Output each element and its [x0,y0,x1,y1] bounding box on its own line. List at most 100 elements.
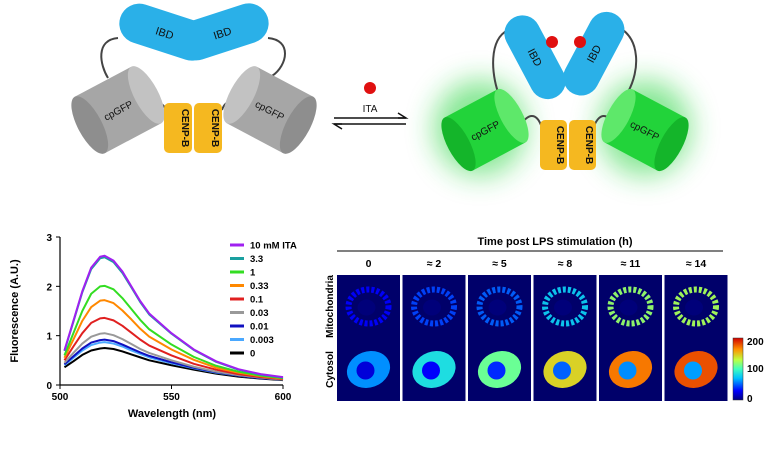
timepoint-label: ≈ 14 [686,258,707,270]
cell-image-tile [337,275,400,338]
imaging-panel: Time post LPS stimulation (h) 0 ≈ 2 ≈ 5 ≈ 8… [325,236,764,405]
cell-image-tile [533,275,597,338]
cell-image-tile [468,338,531,401]
mitochondria-signal [411,286,457,327]
cenpb-label: CENP-B [554,126,565,164]
nucleus [685,299,703,316]
cpgfp-domain: cpGFP [601,88,689,172]
series-line [63,284,284,380]
nucleus [684,361,702,380]
nucleus [423,299,441,316]
legend-label: 1 [250,268,256,279]
cell-image-tile [533,338,597,401]
y-tick-label: 3 [46,233,52,244]
legend-label: 3.3 [250,254,263,265]
inactive-sensor: IBD IBD cpGFP cpGFP CENP-B CENP-B [71,3,317,154]
legend-label: 0.003 [250,335,274,346]
fluorescence-spectra-chart: 500 550 600 0 1 2 3 Wavelength (nm) Fluorescen… [9,233,297,420]
series-line [63,254,284,379]
plot-series-group [63,254,284,382]
timepoint-labels: 0 ≈ 2 ≈ 5 ≈ 8 ≈ 11 ≈ 14 [366,258,707,270]
series-line [63,316,284,381]
legend-label: 10 mM ITA [250,241,297,252]
nucleus [356,361,375,380]
timepoint-label: ≈ 2 [427,258,442,270]
nucleus [487,361,506,380]
timepoint-label: ≈ 11 [621,258,641,270]
cell-image-tile [599,338,662,401]
legend-label: 0.03 [250,308,269,319]
mitochondria-signal [476,286,523,327]
legend: 10 mM ITA 3.3 1 0.33 0.1 0.03 0.01 0.003 0 [230,241,297,360]
y-tick-label: 2 [46,282,52,293]
nucleus [619,299,638,316]
cenpb-domain: CENP-B [569,120,596,170]
cenpb-label: CENP-B [179,109,190,147]
x-axis-label: Wavelength (nm) [128,408,217,420]
nucleus [422,361,440,380]
y-axis-label: Fluorescence (A.U.) [9,259,21,363]
cenpb-label: CENP-B [583,126,594,164]
nucleus [553,361,571,380]
mitochondria-signal [345,286,392,327]
bound-ita [546,36,558,48]
colorbar-mid-label: 100 [747,364,764,375]
cell-image-tile [468,275,531,338]
cpgfp-domain: cpGFP [441,88,529,172]
cell-image-tile [664,338,728,401]
timepoint-label: ≈ 8 [558,258,573,270]
cenpb-domain: CENP-B [194,103,222,153]
ita-ligand [364,82,376,94]
legend-label: 0 [250,349,255,360]
cenpb-domain: CENP-B [540,120,567,170]
mitochondria-signal [673,286,719,327]
cenpb-domain: CENP-B [164,103,192,153]
nucleus [554,299,572,316]
cell-image-tile [402,338,466,401]
series-line [63,332,284,381]
cpgfp-domain: cpGFP [223,66,317,154]
x-tick-label: 600 [275,392,292,403]
x-tick-label: 500 [52,392,69,403]
timepoint-label: 0 [366,258,372,270]
timepoint-label: ≈ 5 [492,258,507,270]
colorbar-max-label: 200 [747,337,764,348]
linker [267,37,286,77]
ibd-domain: IBD [563,11,625,96]
legend-label: 0.1 [250,295,264,306]
ligand-label: ITA [363,104,378,115]
imaging-title: Time post LPS stimulation (h) [477,236,632,248]
cell-image-tile [599,275,662,338]
nucleus [357,299,376,316]
row-label: Cytosol [325,351,336,388]
equilibrium-arrows: ITA [331,82,409,130]
cell-image-tile [664,275,728,338]
ibd-domain: IBD [176,3,269,61]
row-label: Mitochondria [325,275,336,338]
ibd-domain: IBD [504,15,566,100]
cell-image-grid [337,275,728,401]
legend-label: 0.33 [250,281,269,292]
y-tick-label: 0 [46,381,52,392]
mitochondria-signal [542,286,588,327]
x-tick-label: 550 [163,392,180,403]
ibd-label: IBD [154,25,175,42]
linker [100,37,119,79]
ibd-label: IBD [212,25,233,42]
mitochondria-signal [607,286,654,327]
active-sensor: IBD IBD cpGFP cpGFP CENP-B CENP-B [434,11,691,176]
cell-image-tile [402,275,466,338]
legend-label: 0.01 [250,322,269,333]
sensor-schematic: IBD IBD cpGFP cpGFP CENP-B CENP-B [71,3,691,176]
series-line [63,299,284,380]
nucleus [618,361,637,380]
tick-group: 500 550 600 0 1 2 3 [46,233,291,403]
nucleus [488,299,507,316]
y-tick-label: 1 [46,332,52,343]
cpgfp-domain: cpGFP [71,66,165,154]
bound-ita [574,36,586,48]
cenpb-label: CENP-B [209,109,220,147]
cell-image-tile [337,338,400,401]
colorbar [732,337,744,401]
